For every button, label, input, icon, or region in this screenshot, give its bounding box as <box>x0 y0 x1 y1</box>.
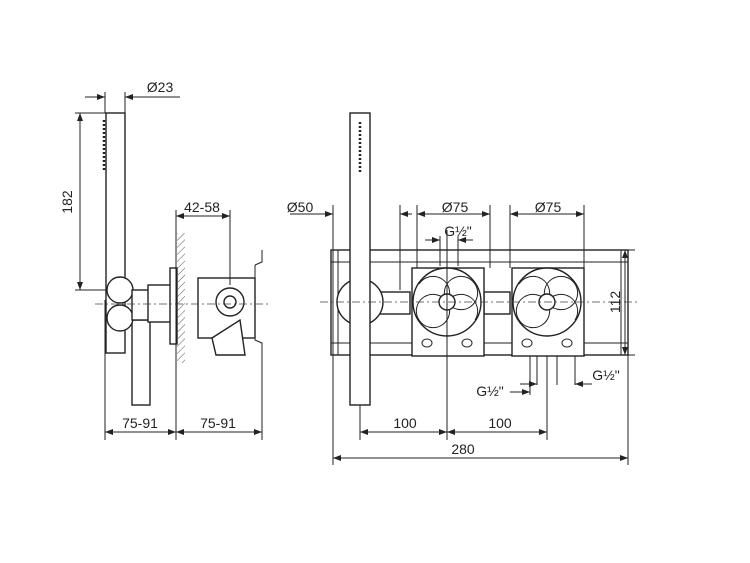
valve-1 <box>411 267 485 357</box>
valve-outlet <box>211 318 246 356</box>
valve-port-inner <box>223 295 237 309</box>
mounting-hole <box>561 338 573 348</box>
dim-bottom-thread-left: G½" <box>476 383 504 399</box>
dim-total-width: 280 <box>451 441 475 457</box>
hose <box>131 319 151 406</box>
valve-2 <box>511 267 585 357</box>
mounting-hole <box>521 338 533 348</box>
front-view: Ø50 Ø75 Ø75 G½" G½" G½" 112 100 100 280 <box>287 112 640 465</box>
dim-rear-depth: 75-91 <box>200 415 236 431</box>
dim-height: 112 <box>607 291 623 314</box>
knob-top <box>106 276 134 304</box>
knob-bottom <box>106 304 134 332</box>
pipe-link-2 <box>483 291 511 315</box>
side-view: Ø23 182 42-58 75-91 75-91 <box>59 79 268 440</box>
dim-front-projection: 75-91 <box>122 415 158 431</box>
wall-hatch <box>177 233 185 363</box>
dim-wall-depth: 42-58 <box>184 199 220 215</box>
dim-shower-diameter: Ø23 <box>147 79 174 95</box>
dim-top-thread: G½" <box>444 223 472 239</box>
hand-shower-front <box>349 112 371 406</box>
dim-valve2-diameter: Ø75 <box>535 199 562 215</box>
pipe-link-1 <box>379 291 411 315</box>
dim-valve1-diameter: Ø75 <box>442 199 469 215</box>
dim-spacing-2: 100 <box>488 415 512 431</box>
mounting-bracket <box>254 250 263 355</box>
dim-outlet-diameter: Ø50 <box>287 199 314 215</box>
mounting-hole <box>421 338 433 348</box>
dim-spacing-1: 100 <box>393 415 417 431</box>
body-sleeve <box>147 284 173 323</box>
dim-bottom-thread-right: G½" <box>592 367 620 383</box>
dim-shower-length: 182 <box>59 190 75 214</box>
mounting-hole <box>461 338 473 348</box>
